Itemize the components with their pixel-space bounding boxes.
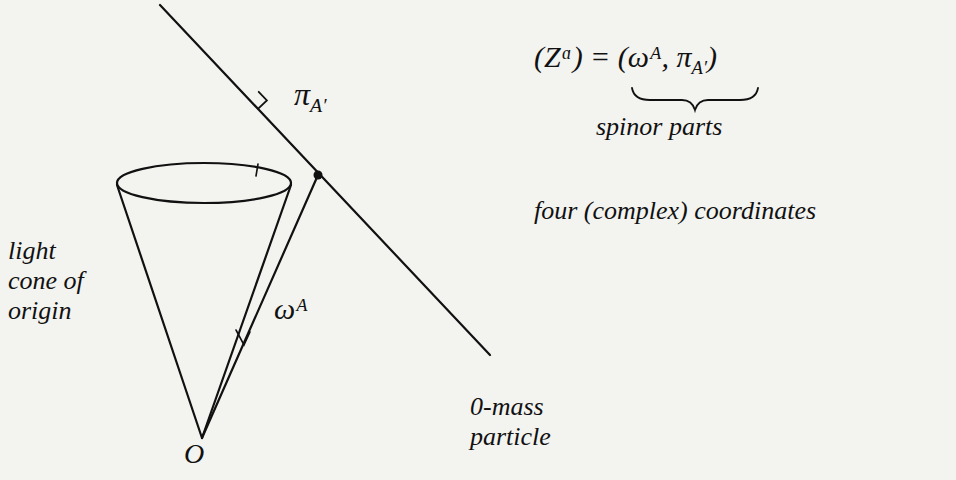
particle-label: 0-mass particle	[470, 392, 590, 452]
cone-side	[117, 185, 202, 438]
spinor-note: spinor parts	[596, 112, 722, 142]
particle-line	[160, 5, 490, 355]
cone-rim	[117, 163, 291, 203]
cone-label: light cone of origin	[8, 236, 100, 326]
label-text: ωᴬ	[274, 292, 308, 325]
label-text: light cone of origin	[8, 236, 84, 325]
label-text: O	[184, 438, 204, 469]
label-text: 0-mass particle	[470, 392, 551, 451]
subscript: A′	[692, 57, 707, 78]
underbrace	[632, 88, 758, 110]
coordinates-note: four (complex) coordinates	[534, 196, 816, 226]
omega-vector	[202, 175, 318, 438]
label-text: (Zᵅ) = (ωᴬ, π	[534, 40, 692, 73]
omega-label: ωᴬ	[274, 292, 308, 327]
origin-label: O	[184, 438, 204, 470]
event-point	[314, 171, 323, 180]
label-text: π	[294, 76, 310, 112]
twistor-formula: (Zᵅ) = (ωᴬ, πA′)	[534, 40, 717, 78]
right-angle-mark	[258, 92, 267, 109]
label-text: )	[707, 40, 717, 73]
label-text: spinor parts	[596, 112, 722, 141]
pi-label: πA′	[294, 76, 326, 117]
cone-tick	[256, 164, 258, 176]
label-text: four (complex) coordinates	[534, 196, 816, 225]
angle-mark	[236, 330, 250, 345]
subscript: A′	[310, 94, 326, 116]
